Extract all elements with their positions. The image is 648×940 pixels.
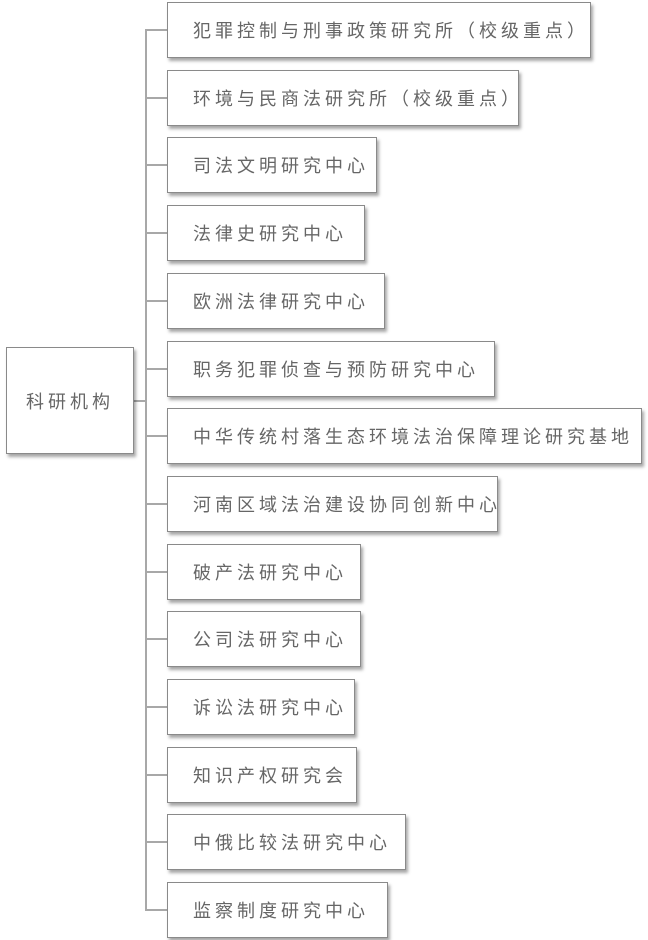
root-label: 科研机构: [26, 391, 114, 413]
branch-connector: [146, 97, 167, 99]
child-node: 司法文明研究中心: [167, 137, 377, 193]
child-label: 犯罪控制与刑事政策研究所（校级重点）: [193, 21, 589, 42]
branch-connector: [146, 232, 167, 234]
child-label: 法律史研究中心: [193, 224, 347, 245]
root-node: 科研机构: [6, 347, 134, 454]
child-label: 公司法研究中心: [193, 630, 347, 651]
branch-connector: [146, 29, 167, 31]
child-label: 欧洲法律研究中心: [193, 292, 369, 313]
child-node: 环境与民商法研究所（校级重点）: [167, 70, 519, 126]
child-label: 河南区域法治建设协同创新中心: [193, 495, 501, 516]
child-node: 中俄比较法研究中心: [167, 814, 406, 870]
child-label: 知识产权研究会: [193, 766, 347, 787]
root-connector: [134, 400, 146, 402]
child-node: 中华传统村落生态环境法治保障理论研究基地: [167, 408, 642, 464]
branch-connector: [146, 571, 167, 573]
child-node: 欧洲法律研究中心: [167, 273, 385, 329]
branch-connector: [146, 435, 167, 437]
branch-connector: [146, 164, 167, 166]
child-node: 诉讼法研究中心: [167, 679, 355, 735]
branch-connector: [146, 841, 167, 843]
child-node: 职务犯罪侦查与预防研究中心: [167, 341, 495, 397]
child-node: 破产法研究中心: [167, 544, 361, 600]
child-node: 监察制度研究中心: [167, 882, 388, 938]
child-label: 环境与民商法研究所（校级重点）: [193, 89, 523, 110]
child-node: 法律史研究中心: [167, 205, 365, 261]
child-node: 犯罪控制与刑事政策研究所（校级重点）: [167, 2, 591, 58]
trunk-line: [145, 29, 147, 911]
branch-connector: [146, 638, 167, 640]
branch-connector: [146, 300, 167, 302]
branch-connector: [146, 774, 167, 776]
branch-connector: [146, 909, 167, 911]
child-label: 诉讼法研究中心: [193, 698, 347, 719]
branch-connector: [146, 706, 167, 708]
branch-connector: [146, 503, 167, 505]
child-node: 河南区域法治建设协同创新中心: [167, 476, 498, 532]
child-label: 中俄比较法研究中心: [193, 833, 391, 854]
child-node: 知识产权研究会: [167, 747, 357, 803]
child-label: 职务犯罪侦查与预防研究中心: [193, 360, 479, 381]
child-label: 中华传统村落生态环境法治保障理论研究基地: [193, 427, 633, 448]
child-label: 司法文明研究中心: [193, 156, 369, 177]
child-label: 破产法研究中心: [193, 563, 347, 584]
child-label: 监察制度研究中心: [193, 901, 369, 922]
child-node: 公司法研究中心: [167, 611, 361, 667]
branch-connector: [146, 368, 167, 370]
